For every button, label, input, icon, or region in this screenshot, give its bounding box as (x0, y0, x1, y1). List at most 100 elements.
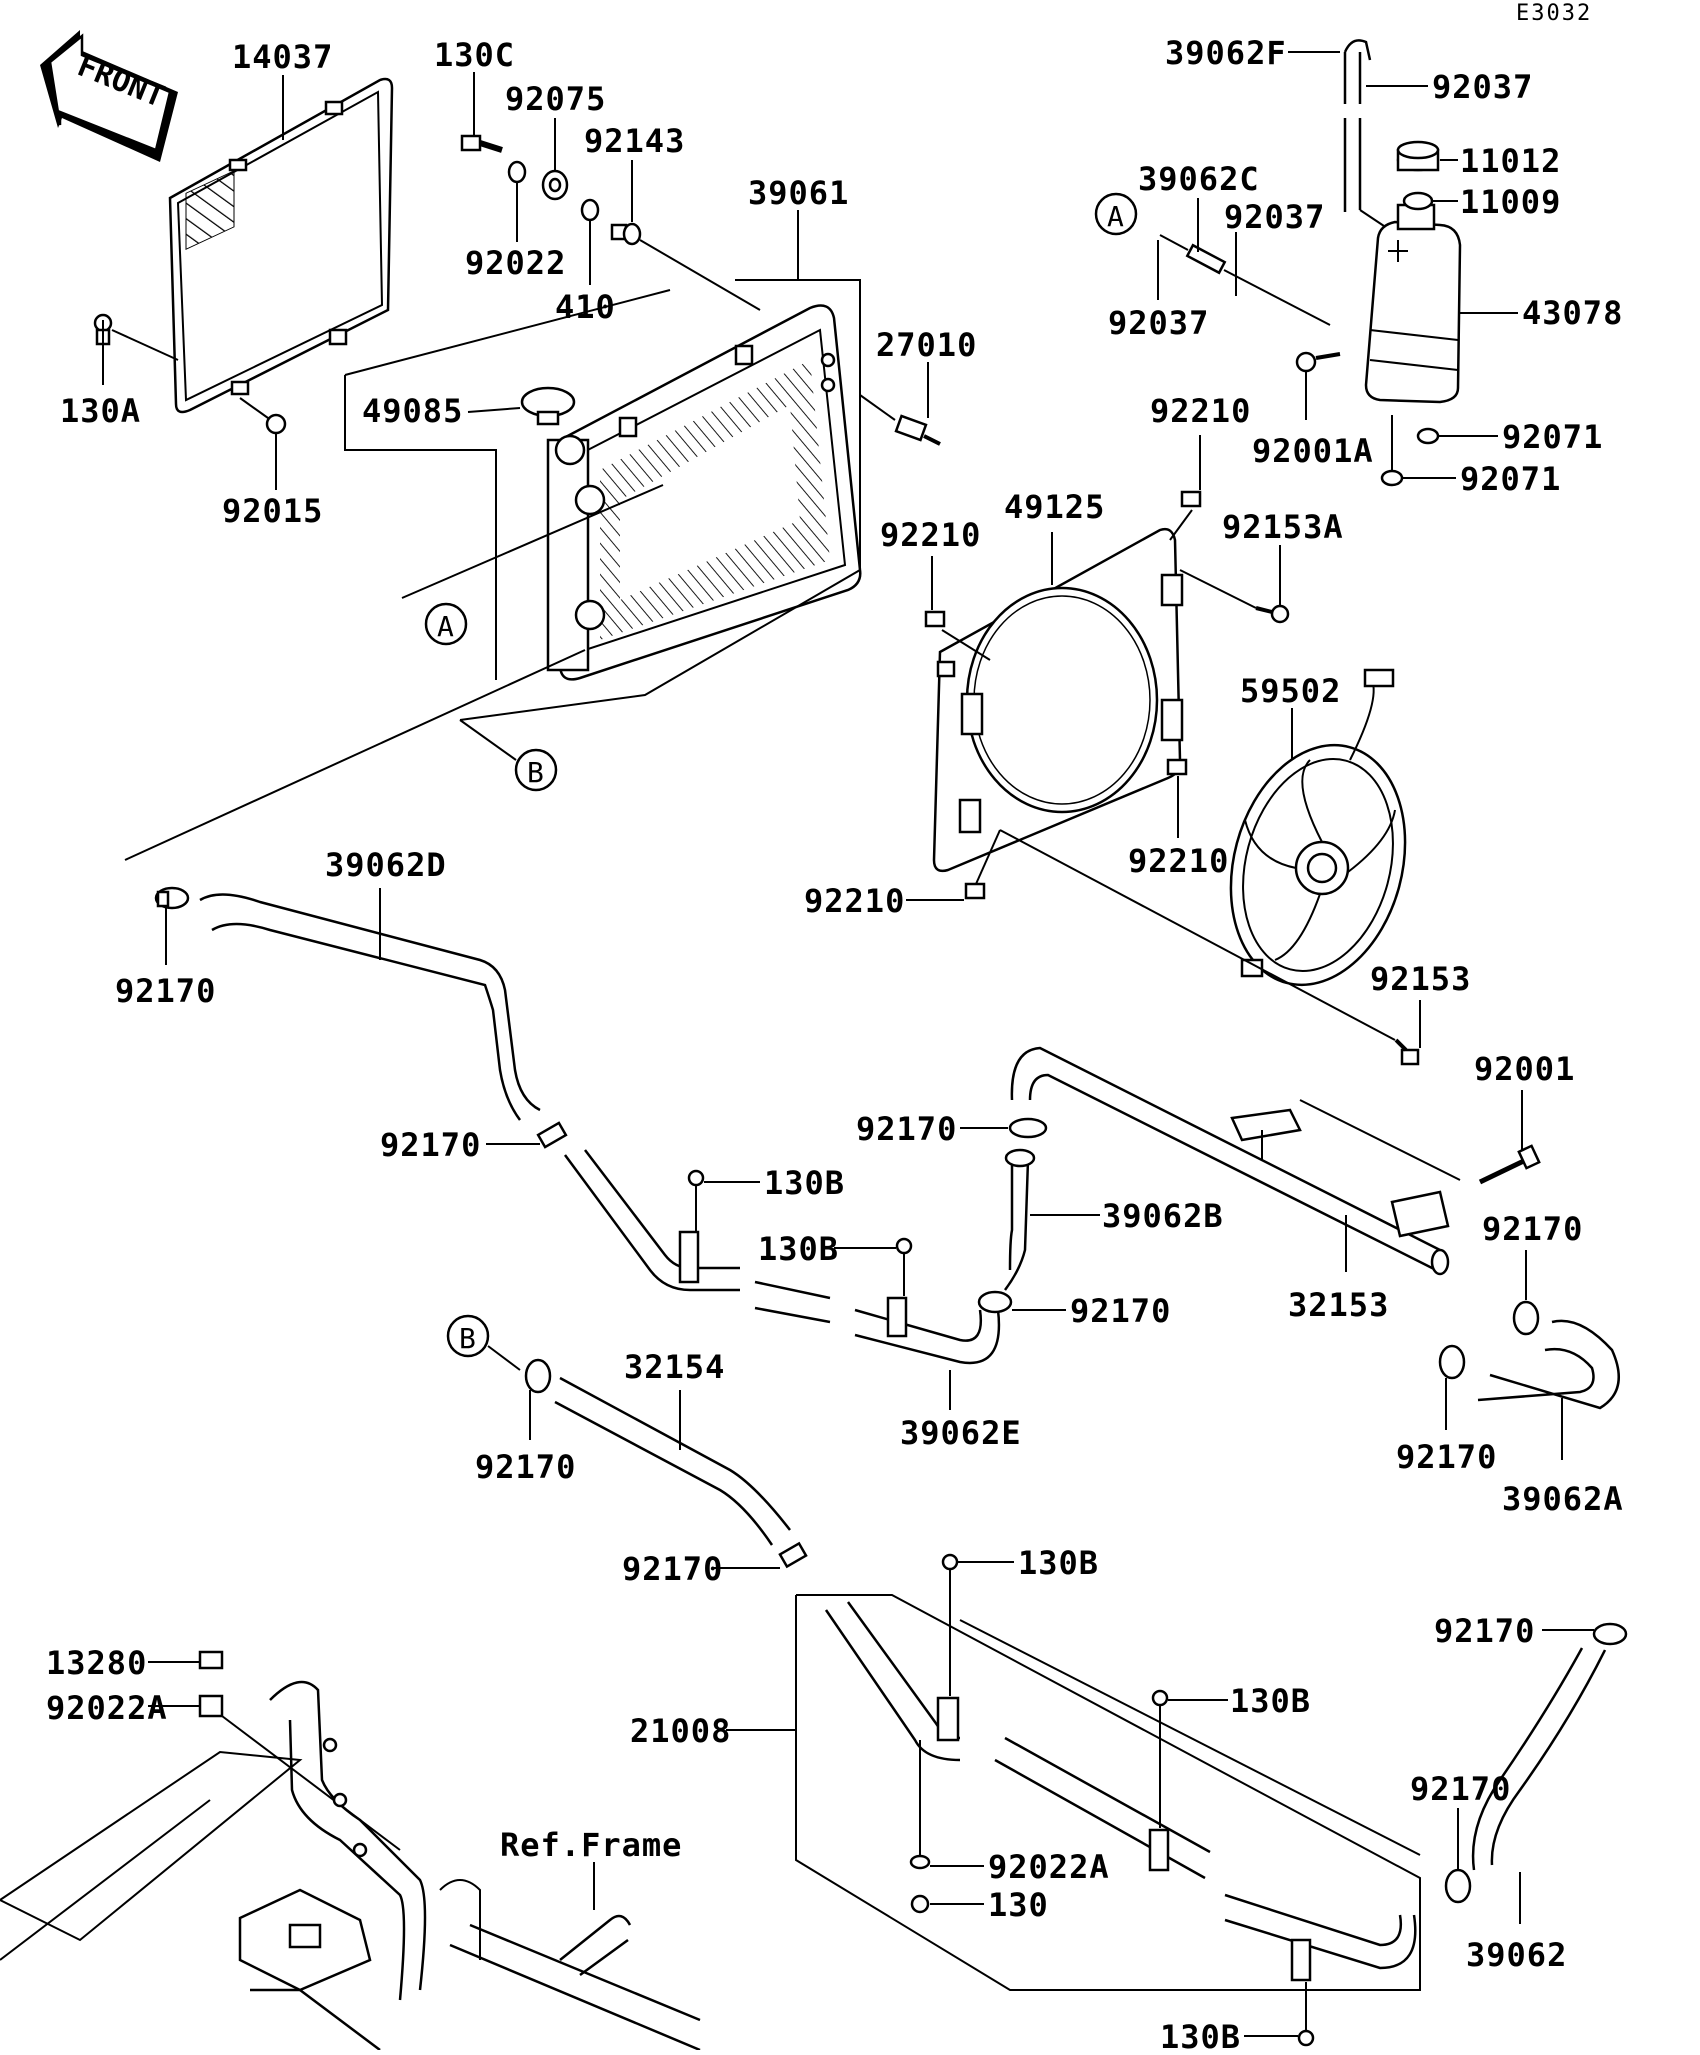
label-92001a: 92001A (1252, 432, 1374, 470)
cooling-fan-motor (1229, 668, 1407, 987)
label-13280-html: 92022A (46, 1689, 168, 1727)
label-11009: 11009 (1460, 183, 1561, 221)
label-49125: 49125 (1004, 488, 1105, 526)
reservoir-cap-11012-icon (1396, 140, 1440, 172)
reservoir-tank (1364, 203, 1462, 404)
label-130b-b: 130B (758, 1230, 839, 1268)
clip-21008-icon (198, 1650, 224, 1670)
label-92001: 92001 (1474, 1050, 1575, 1088)
washer-92071-a-icon (1416, 427, 1440, 445)
label-39061: 39061 (748, 174, 849, 212)
label-39062: 39062 (1466, 1936, 1567, 1974)
washer-92071-b-icon (1380, 469, 1404, 487)
label-39062f: 39062F (1165, 34, 1287, 72)
bolt-130b-c-icon (941, 1553, 959, 1571)
label-92170-d: 92170 (856, 1110, 957, 1148)
radiator-cap-49085-icon (520, 386, 576, 426)
pipe-32153-upper (563, 1154, 740, 1292)
label-11012: 11012 (1460, 142, 1561, 180)
clamp-92170-c-icon (977, 1290, 1013, 1314)
label-92170-j: 92170 (1434, 1612, 1535, 1650)
clip-92210-c-icon (1166, 758, 1188, 776)
hose-39062e (554, 1376, 791, 1546)
label-92037-left: 92037 (1108, 304, 1209, 342)
breather-tube-39062f (1343, 39, 1372, 212)
label-92022: 92022 (465, 244, 566, 282)
fan-switch-27010-icon (894, 414, 941, 446)
label-130b-d: 130B (1230, 1682, 1311, 1720)
ref-frame-label: Ref.Frame (500, 1826, 682, 1864)
diagram-code: E3032 (1516, 1, 1592, 26)
nut-92015-icon (265, 413, 287, 435)
label-92153a: 92153A (1222, 508, 1344, 546)
clamp-92170-b-icon (536, 1121, 568, 1149)
label-92170-i: 92170 (1410, 1770, 1511, 1808)
label-130b-a: 130B (764, 1164, 845, 1202)
label-92170-h: 92170 (622, 1550, 723, 1588)
label-92170-a: 92170 (115, 972, 216, 1010)
label-92022a: 92022A (988, 1848, 1110, 1886)
hose-39062a (1477, 1319, 1620, 1410)
label-130a: 130A (60, 392, 141, 430)
vehicle-frame (0, 1680, 701, 2052)
connector-b-lower-text: B (459, 1322, 476, 1355)
collar-92143-icon (610, 222, 642, 246)
label-21008: 13280 (46, 1644, 147, 1682)
connector-b-upper (514, 748, 558, 792)
bolt-130b-a-icon (687, 1169, 705, 1187)
label-130c: 130C (434, 36, 515, 74)
label-39062d: 39062D (325, 846, 447, 884)
label-92153: 92153 (1370, 960, 1471, 998)
radiator-cover-panel (168, 77, 394, 414)
clamp-92170-h-icon (778, 1541, 808, 1569)
connector-a-right (1094, 192, 1138, 236)
connector-b-upper-text: B (527, 756, 544, 789)
radiator (546, 304, 862, 681)
clamp-92170-i-icon (1444, 1868, 1472, 1904)
clamp-92170-d-icon (1008, 1117, 1048, 1139)
clamp-92170-f-icon (1438, 1344, 1466, 1380)
label-32153a: 32153 (1288, 1286, 1389, 1324)
label-14037: 14037 (232, 38, 333, 76)
bolt-130b-b-icon (895, 1237, 913, 1255)
gasket-11009-icon (1402, 191, 1434, 211)
clip-92210-a-icon (1180, 490, 1202, 508)
clamp-92170-g-icon (524, 1358, 552, 1394)
label-92170-e: 92170 (1482, 1210, 1583, 1248)
label-92210-d: 92210 (804, 882, 905, 920)
label-92075: 92075 (505, 80, 606, 118)
front-arrow-icon: FRONT (40, 30, 178, 162)
washer-92022-icon (507, 160, 527, 184)
connector-a-right-text: A (1107, 200, 1124, 233)
screw-92153a-icon (1255, 604, 1290, 624)
connector-b-lower (446, 1314, 490, 1358)
label-92037-top: 92037 (1432, 68, 1533, 106)
label-92170-g: 92170 (475, 1448, 576, 1486)
label-92210-c: 92210 (1128, 842, 1229, 880)
label-130: 130 (988, 1886, 1049, 1924)
label-92071-a: 92071 (1502, 418, 1603, 456)
pipe-32153a (1010, 1046, 1441, 1252)
clamp-92170-j-icon (1592, 1622, 1628, 1646)
clip-92210-d-icon (964, 882, 986, 900)
label-32154: 21008 (630, 1712, 731, 1750)
bolt-92001-icon (1478, 1144, 1541, 1185)
label-92210-b: 92210 (880, 516, 981, 554)
label-59502: 59502 (1240, 672, 1341, 710)
washer-92022a-icon (909, 1854, 931, 1870)
label-92071-b: 92071 (1460, 460, 1561, 498)
bolt-130-icon (910, 1894, 930, 1914)
washer-410-icon (580, 198, 600, 222)
holder-13280-icon (198, 1694, 224, 1718)
hose-39062d (199, 893, 541, 1112)
label-92170-b: 92170 (380, 1126, 481, 1164)
label-92170-c: 92170 (1070, 1292, 1171, 1330)
label-92170-f: 92170 (1396, 1438, 1497, 1476)
label-92210-a: 92210 (1150, 392, 1251, 430)
clip-92210-b-icon (924, 610, 946, 628)
label-32153: 39062E (900, 1414, 1022, 1452)
label-92143: 92143 (584, 122, 685, 160)
fan-shroud (932, 527, 1184, 873)
connector-a-left-text: A (437, 610, 454, 643)
bolt-92153-icon (1394, 1038, 1420, 1066)
